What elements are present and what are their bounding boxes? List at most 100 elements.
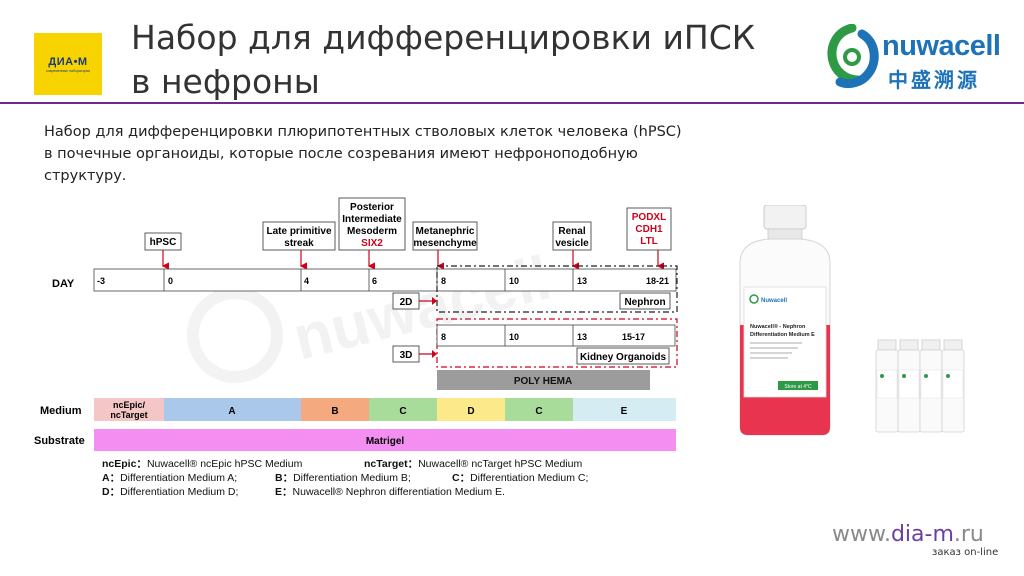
nuwacell-logo-word: nuwacell: [882, 30, 1001, 62]
site-link-dot: .: [953, 522, 961, 547]
svg-text:ncEpic/: ncEpic/: [113, 400, 146, 410]
description: Набор для дифференцировки плюрипотентных…: [44, 121, 744, 187]
substrate-label: Substrate: [34, 435, 85, 447]
legend-c: C：Differentiation Medium C;: [452, 472, 589, 484]
svg-text:ncTarget: ncTarget: [110, 410, 147, 420]
site-link-tld: ru: [960, 522, 984, 547]
label-nephron: Nephron: [624, 297, 665, 308]
medium-label: Medium: [40, 405, 82, 417]
dia-m-logo: ДИА•М современные лаборатории: [34, 33, 102, 95]
vial-2: [897, 339, 921, 433]
day-label: DAY: [52, 278, 75, 290]
vial-1: [875, 339, 899, 433]
svg-text:vesicle: vesicle: [555, 238, 589, 249]
nuwacell-logo: nuwacell 中盛溯源: [822, 23, 1012, 94]
day-tick-10: 10: [509, 276, 519, 286]
stage-posterior-intermediate-mesoderm: Posterior Intermediate Mesoderm SIX2: [338, 197, 406, 270]
slide-title: Набор для дифференцировки иПСК в нефроны: [131, 16, 755, 104]
substrate-row: Matrigel: [94, 429, 676, 451]
medium-bottle-image: Nuwacell Nuwacell® - Nephron Differentia…: [739, 205, 831, 436]
svg-text:D: D: [467, 406, 474, 417]
svg-text:B: B: [331, 406, 338, 417]
medium-c-segment-1: [369, 398, 437, 421]
day-tick-13: 13: [577, 276, 587, 286]
svg-text:Posterior: Posterior: [350, 202, 394, 213]
dia-m-logo-tag: современные лаборатории: [45, 68, 91, 73]
stage-metanephric-mesenchyme: Metanephric mesenchyme: [412, 221, 478, 270]
medium-a-segment: [164, 398, 301, 421]
legend-e: E：Nuwacell® Nephron differentiation Medi…: [275, 486, 505, 498]
order-online-caption: заказ on-line: [932, 547, 999, 558]
svg-text:LTL: LTL: [640, 236, 658, 247]
day-tick-18-21: 18-21: [646, 276, 669, 286]
svg-text:E: E: [621, 406, 628, 417]
svg-text:A: A: [228, 406, 235, 417]
svg-text:SIX2: SIX2: [361, 238, 383, 249]
day-tick-8: 8: [441, 276, 446, 286]
site-link[interactable]: www.dia-m.ru: [832, 522, 984, 547]
stage-markers: PODXL CDH1 LTL: [626, 207, 672, 270]
matrigel-label: Matrigel: [366, 436, 405, 447]
label-kidney-organoids: Kidney Organoids: [580, 352, 667, 363]
day-tick-minus-3: -3: [97, 276, 105, 286]
legend-nc-epic: ncEpic：Nuwacell® ncEpic hPSC Medium: [102, 458, 303, 470]
svg-text:Late primitive: Late primitive: [266, 226, 331, 237]
vial-4: [941, 339, 965, 433]
label-2d: 2D: [400, 297, 413, 308]
day-tick-4: 4: [304, 276, 309, 286]
title-divider: [0, 102, 1024, 104]
vials-image: [875, 339, 965, 433]
bottle-title-2: Differentiation Medium E: [750, 332, 815, 338]
svg-text:C: C: [535, 406, 542, 417]
svg-text:PODXL: PODXL: [632, 212, 666, 223]
slide-title-line-1: Набор для дифференцировки иПСК: [131, 18, 756, 57]
description-line-1: Набор для дифференцировки плюрипотентных…: [44, 124, 682, 140]
day-timeline: -3 0 4 6 8 10 13 18-21: [93, 268, 677, 292]
day3d-tick-8: 8: [441, 332, 446, 342]
medium-nc-segment: [94, 398, 164, 421]
svg-text:Metanephric: Metanephric: [416, 226, 475, 237]
legend-nc-target: ncTarget：Nuwacell® ncTarget hPSC Medium: [364, 458, 583, 470]
svg-text:Mesoderm: Mesoderm: [347, 226, 397, 237]
medium-row: ncEpic/ ncTarget A B C D C E: [94, 398, 676, 421]
medium-c-segment-2: [505, 398, 573, 421]
description-line-2: в почечные органоиды, которые после созр…: [44, 146, 638, 162]
dia-m-logo-brand: ДИА•М: [48, 55, 88, 68]
day3d-tick-15-17: 15-17: [622, 332, 645, 342]
label-3d: 3D: [400, 350, 413, 361]
stage-late-primitive-streak: Late primitive streak: [262, 221, 336, 270]
legend-b: B：Differentiation Medium B;: [275, 472, 411, 484]
day-tick-0: 0: [168, 276, 173, 286]
svg-text:mesenchyme: mesenchyme: [413, 238, 477, 249]
slide-title-line-2: в нефроны: [131, 62, 320, 101]
site-link-prefix: www.: [832, 522, 891, 547]
svg-text:Renal: Renal: [558, 226, 585, 237]
svg-text:POLY HEMA: POLY HEMA: [514, 376, 572, 387]
legend-a: A：Differentiation Medium A;: [102, 472, 238, 484]
medium-b-segment: [301, 398, 369, 421]
day-tick-6: 6: [372, 276, 377, 286]
day3d-tick-10: 10: [509, 332, 519, 342]
svg-text:CDH1: CDH1: [635, 224, 663, 235]
poly-hema-bar: POLY HEMA: [437, 370, 650, 390]
site-link-main: dia-m: [890, 522, 954, 547]
nuwacell-logo-chinese: 中盛溯源: [888, 68, 980, 92]
culture-2d-region: 2D Nephron: [392, 265, 678, 313]
svg-text:C: C: [399, 406, 406, 417]
bottle-title-1: Nuwacell® - Nephron: [750, 323, 806, 330]
medium-e-segment: [573, 398, 676, 421]
stage-hpsc: hPSC: [144, 232, 182, 270]
nuwacell-logo-icon: [827, 23, 879, 89]
svg-text:streak: streak: [284, 238, 314, 249]
description-line-3: структуру.: [44, 168, 127, 184]
culture-3d-region: 8 10 13 15-17 3D Kidney Organoids: [392, 318, 678, 368]
bottle-store: Store at 4°C: [784, 384, 812, 390]
vial-3: [919, 339, 943, 433]
legend-d: D：Differentiation Medium D;: [102, 486, 239, 498]
bottle-brand: Nuwacell: [761, 298, 787, 304]
svg-text:Intermediate: Intermediate: [342, 214, 402, 225]
stage-renal-vesicle: Renal vesicle: [552, 221, 592, 270]
svg-text:hPSC: hPSC: [150, 237, 177, 248]
day3d-tick-13: 13: [577, 332, 587, 342]
